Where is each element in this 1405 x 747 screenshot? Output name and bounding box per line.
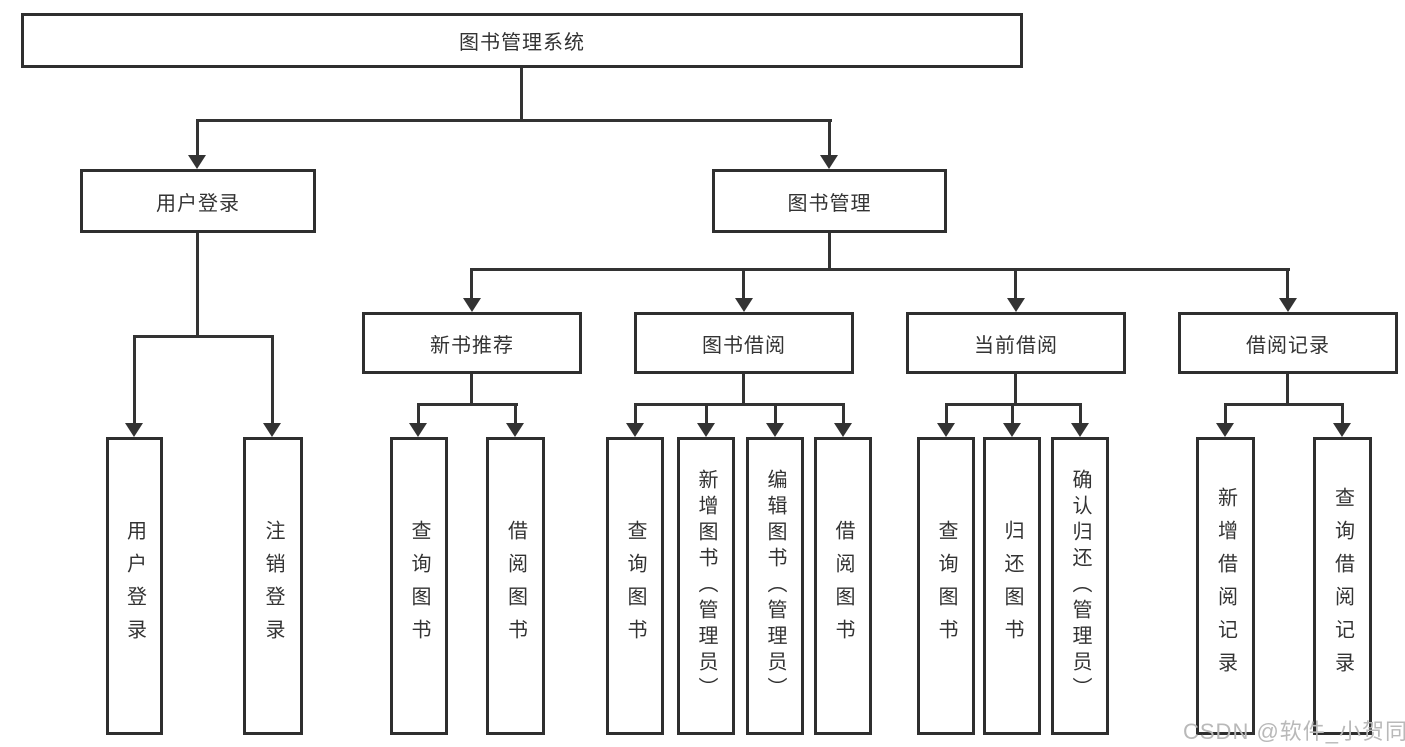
arrow-down-icon [697,423,715,437]
leaf-borrow-books-2-label: 借阅图书 [832,520,854,652]
leaf-edit-books-admin-label: 编辑图书（管理员） [764,469,786,703]
connector-vline [196,119,199,157]
connector-vline [1079,403,1082,424]
connector-vline [742,374,745,405]
connector-vline [945,403,948,424]
connector-hline [133,335,274,338]
arrow-down-icon [834,423,852,437]
node-borrow-records: 借阅记录 [1178,312,1398,374]
connector-vline [842,403,845,424]
leaf-user-login: 用户登录 [106,437,163,735]
connector-vline [196,233,199,337]
node-new-book-recommend: 新书推荐 [362,312,582,374]
arrow-down-icon [263,423,281,437]
leaf-confirm-return-admin-label: 确认归还（管理员） [1069,469,1091,703]
connector-vline [470,268,473,299]
connector-vline [828,119,831,157]
node-root: 图书管理系统 [21,13,1023,68]
node-user-login: 用户登录 [80,169,316,233]
arrow-down-icon [766,423,784,437]
connector-hline [634,403,845,406]
connector-vline [742,268,745,299]
arrow-down-icon [735,298,753,312]
arrow-down-icon [1279,298,1297,312]
connector-vline [133,335,136,424]
leaf-edit-books-admin: 编辑图书（管理员） [746,437,804,735]
leaf-borrow-books-2: 借阅图书 [814,437,872,735]
leaf-confirm-return-admin: 确认归还（管理员） [1051,437,1109,735]
connector-vline [417,403,420,424]
node-new-book-recommend-label: 新书推荐 [430,334,514,357]
node-root-label: 图书管理系统 [459,32,585,54]
leaf-add-borrow-record-label: 新增借阅记录 [1214,487,1237,685]
connector-vline [520,68,523,120]
connector-hline [417,403,518,406]
node-book-management: 图书管理 [712,169,947,233]
leaf-logout: 注销登录 [243,437,303,735]
connector-vline [634,403,637,424]
arrow-down-icon [626,423,644,437]
csdn-watermark: CSDN @软件_小贺同学 [1183,719,1405,744]
connector-vline [1286,268,1289,299]
connector-hline [470,268,1290,271]
leaf-add-borrow-record: 新增借阅记录 [1196,437,1255,735]
leaf-return-books-label: 归还图书 [1001,520,1023,652]
leaf-query-books-1: 查询图书 [390,437,448,735]
arrow-down-icon [1003,423,1021,437]
arrow-down-icon [1216,423,1234,437]
leaf-return-books: 归还图书 [983,437,1041,735]
node-current-borrow: 当前借阅 [906,312,1126,374]
leaf-query-books-1-label: 查询图书 [408,520,430,652]
leaf-logout-label: 注销登录 [262,520,284,652]
node-user-login-label: 用户登录 [156,192,240,215]
node-current-borrow-label: 当前借阅 [974,334,1058,357]
arrow-down-icon [1071,423,1089,437]
leaf-query-books-2: 查询图书 [606,437,664,735]
leaf-query-books-3-label: 查询图书 [935,520,957,652]
connector-vline [514,403,517,424]
arrow-down-icon [937,423,955,437]
node-borrow-records-label: 借阅记录 [1246,334,1330,357]
connector-vline [774,403,777,424]
node-book-management-label: 图书管理 [787,192,872,215]
connector-hline [196,119,832,122]
connector-vline [705,403,708,424]
leaf-query-books-3: 查询图书 [917,437,975,735]
arrow-down-icon [125,423,143,437]
leaf-borrow-books-1: 借阅图书 [486,437,545,735]
leaf-query-books-2-label: 查询图书 [624,520,646,652]
leaf-query-borrow-record: 查询借阅记录 [1313,437,1372,735]
arrow-down-icon [506,423,524,437]
connector-vline [1014,268,1017,299]
node-book-borrow: 图书借阅 [634,312,854,374]
connector-vline [828,233,831,270]
connector-vline [1224,403,1227,424]
arrow-down-icon [188,155,206,169]
leaf-user-login-label: 用户登录 [123,520,146,652]
connector-vline [1286,374,1289,405]
leaf-add-books-admin-label: 新增图书（管理员） [695,469,717,703]
arrow-down-icon [409,423,427,437]
connector-vline [1341,403,1344,424]
arrow-down-icon [463,298,481,312]
arrow-down-icon [820,155,838,169]
leaf-query-borrow-record-label: 查询借阅记录 [1331,487,1354,685]
node-book-borrow-label: 图书借阅 [702,334,786,357]
connector-vline [470,374,473,405]
arrow-down-icon [1007,298,1025,312]
leaf-add-books-admin: 新增图书（管理员） [677,437,735,735]
connector-vline [1014,374,1017,405]
connector-vline [271,335,274,424]
connector-hline [1224,403,1344,406]
connector-vline [1011,403,1014,424]
arrow-down-icon [1333,423,1351,437]
leaf-borrow-books-1-label: 借阅图书 [504,520,527,652]
